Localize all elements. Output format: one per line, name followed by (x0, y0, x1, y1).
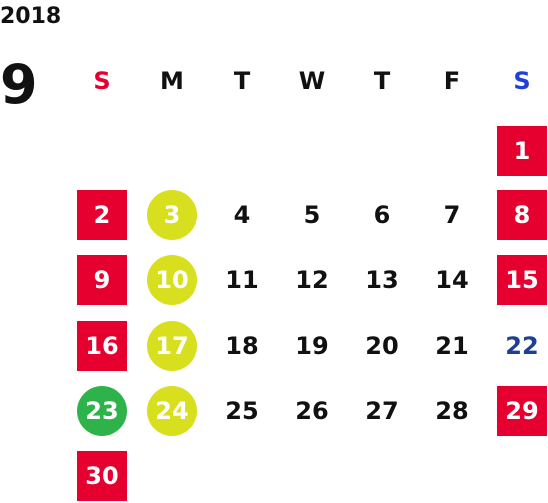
calendar-day-20[interactable]: 20 (365, 332, 399, 360)
calendar-day-2[interactable]: 2 (77, 190, 127, 240)
calendar-day-3[interactable]: 3 (147, 190, 197, 240)
calendar-day-25[interactable]: 25 (225, 397, 259, 425)
calendar-day-26[interactable]: 26 (295, 397, 329, 425)
calendar-day-8[interactable]: 8 (497, 190, 547, 240)
calendar-day-7[interactable]: 7 (443, 201, 461, 229)
calendar-day-27[interactable]: 27 (365, 397, 399, 425)
calendar-day-4[interactable]: 4 (233, 201, 251, 229)
calendar-day-9[interactable]: 9 (77, 255, 127, 305)
weekday-header-sunday: S (93, 67, 111, 95)
calendar-day-16[interactable]: 16 (77, 321, 127, 371)
calendar-day-1[interactable]: 1 (497, 126, 547, 176)
weekday-header-wednesday: W (298, 67, 326, 95)
calendar-day-11[interactable]: 11 (225, 266, 259, 294)
calendar-day-17[interactable]: 17 (147, 321, 197, 371)
weekday-header-saturday: S (513, 67, 531, 95)
calendar-day-22[interactable]: 22 (505, 332, 539, 360)
calendar-day-6[interactable]: 6 (373, 201, 391, 229)
calendar-day-21[interactable]: 21 (435, 332, 469, 360)
weekday-header-monday: M (160, 67, 184, 95)
weekday-header-friday: F (443, 67, 461, 95)
weekday-header-thursday: T (373, 67, 391, 95)
calendar-day-14[interactable]: 14 (435, 266, 469, 294)
calendar-day-18[interactable]: 18 (225, 332, 259, 360)
calendar-day-15[interactable]: 15 (497, 255, 547, 305)
calendar-month: 9 (0, 53, 38, 116)
calendar-year: 2018 (0, 4, 62, 29)
calendar-day-23[interactable]: 23 (77, 386, 127, 436)
calendar-day-10[interactable]: 10 (147, 255, 197, 305)
calendar-day-13[interactable]: 13 (365, 266, 399, 294)
weekday-header-tuesday: T (233, 67, 251, 95)
calendar-day-19[interactable]: 19 (295, 332, 329, 360)
calendar-day-5[interactable]: 5 (303, 201, 321, 229)
calendar-day-29[interactable]: 29 (497, 386, 547, 436)
calendar-day-24[interactable]: 24 (147, 386, 197, 436)
calendar-day-28[interactable]: 28 (435, 397, 469, 425)
calendar-day-30[interactable]: 30 (77, 451, 127, 501)
calendar-day-12[interactable]: 12 (295, 266, 329, 294)
